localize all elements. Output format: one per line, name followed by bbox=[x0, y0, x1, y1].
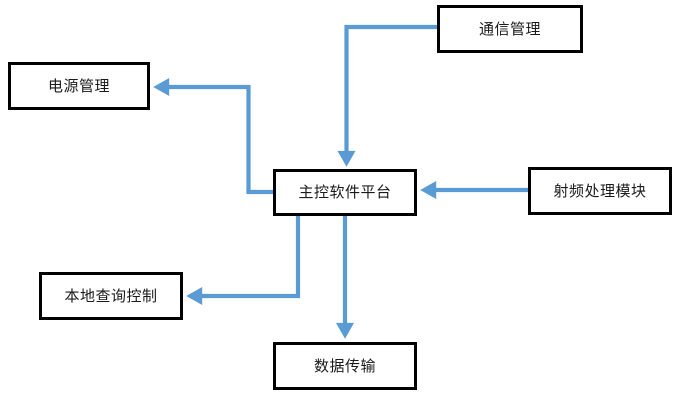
node-label-main-control-software-platform: 主控软件平台 bbox=[298, 183, 392, 201]
node-local-query-control[interactable]: 本地查询控制 bbox=[39, 272, 183, 320]
node-power-management[interactable]: 电源管理 bbox=[8, 62, 150, 110]
node-label-data-transmission: 数据传输 bbox=[313, 356, 376, 375]
node-label-power-management: 电源管理 bbox=[47, 76, 110, 95]
node-rf-processing-module[interactable]: 射频处理模块 bbox=[528, 167, 672, 215]
connector-main-to-power bbox=[153, 77, 251, 192]
connector-main-to-localquery bbox=[186, 216, 301, 306]
node-label-rf-processing-module: 射频处理模块 bbox=[553, 181, 647, 200]
node-main-control-software-platform[interactable]: 主控软件平台 bbox=[273, 169, 417, 216]
node-label-local-query-control: 本地查询控制 bbox=[64, 286, 158, 305]
node-label-communication-management: 通信管理 bbox=[478, 19, 541, 38]
node-communication-management[interactable]: 通信管理 bbox=[437, 5, 583, 53]
connector-comm-to-main bbox=[337, 24, 437, 167]
node-data-transmission[interactable]: 数据传输 bbox=[273, 342, 417, 390]
